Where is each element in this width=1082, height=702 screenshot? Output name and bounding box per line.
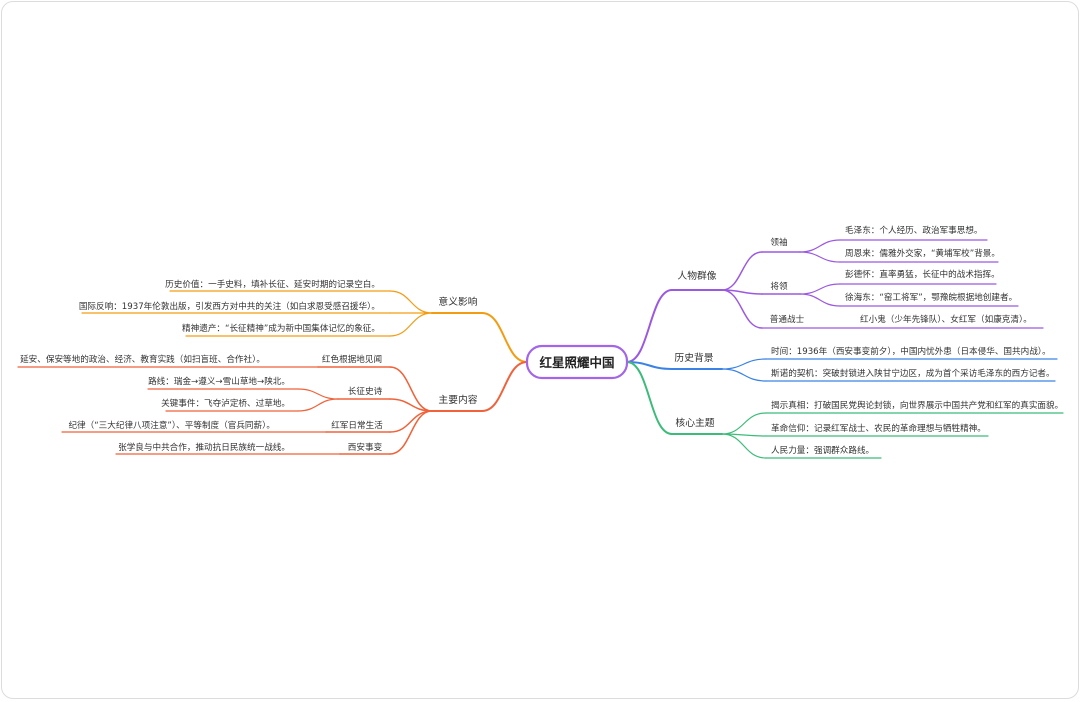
sub-base-area[interactable]: 红色根据地见闻 <box>322 353 382 365</box>
branch-significance[interactable]: 意义影响 <box>438 295 477 308</box>
sub-xian-incident[interactable]: 西安事变 <box>348 441 383 453</box>
link-themes-people-power <box>721 433 767 459</box>
leaf-mao[interactable]: 毛泽东：个人经历、政治军事思想。 <box>845 224 983 236</box>
link-generals-peng <box>799 283 841 295</box>
leaf-truth[interactable]: 揭示真相：打破国民党舆论封锁，向世界展示中国共产党和红军的真实面貌。 <box>771 399 1063 411</box>
leaf-key-events[interactable]: 关键事件：飞夺泸定桥、过草地。 <box>161 397 290 409</box>
link-generals-xu <box>799 293 841 307</box>
link-leaders-zhou <box>799 251 841 263</box>
link-longmarch-route <box>297 388 339 400</box>
leaf-time[interactable]: 时间：1936年（西安事变前夕），中国内忧外患（日本侵华、国共内战）。 <box>771 345 1051 357</box>
leaf-yanan[interactable]: 延安、保安等地的政治、经济、教育实践（如扫盲班、合作社）。 <box>20 353 265 365</box>
branch-themes[interactable]: 核心主题 <box>675 416 714 429</box>
leaf-xu[interactable]: 徐海东：“窑工将军”，鄂豫皖根据地创建者。 <box>845 291 1017 303</box>
link-longmarch-events <box>297 398 339 412</box>
link-content-xian <box>389 410 433 455</box>
link-background-time <box>721 358 767 370</box>
link-root-themes <box>626 361 673 435</box>
link-background-snow <box>721 368 767 382</box>
link-root-significance <box>481 312 528 363</box>
link-sig-history <box>389 290 433 314</box>
leaf-intl-response[interactable]: 国际反响：1937年伦敦出版，引发西方对中共的关注（如白求恩受感召援华）。 <box>79 300 380 312</box>
link-sig-spirit <box>389 312 433 337</box>
leaf-zhang[interactable]: 张学良与中共合作，推动抗日民族统一战线。 <box>118 441 290 453</box>
link-people-leaders <box>721 251 763 291</box>
link-themes-truth <box>721 412 767 435</box>
leaf-route[interactable]: 路线：瑞金→遵义→雪山草地→陕北。 <box>148 375 290 387</box>
sub-daily-life[interactable]: 红军日常生活 <box>331 419 383 431</box>
leaf-history-value[interactable]: 历史价值：一手史料，填补长征、延安时期的记录空白。 <box>165 278 380 290</box>
branch-people[interactable]: 人物群像 <box>677 269 716 282</box>
leaf-red-kids[interactable]: 红小鬼（少年先锋队）、女红军（如康克清）。 <box>860 313 1032 325</box>
link-root-people <box>626 289 673 363</box>
link-root-background <box>626 361 673 370</box>
branch-content[interactable]: 主要内容 <box>438 393 477 406</box>
leaf-people-power[interactable]: 人民力量：强调群众路线。 <box>771 444 874 456</box>
leaf-discipline[interactable]: 纪律（“三大纪律八项注意”）、平等制度（官兵同薪）。 <box>68 419 275 431</box>
branch-background[interactable]: 历史背景 <box>674 351 713 364</box>
leaf-faith[interactable]: 革命信仰：记录红军战士、农民的革命理想与牺牲精神。 <box>771 422 986 434</box>
link-root-content <box>481 361 528 412</box>
leaf-spirit[interactable]: 精神遗产：“长征精神”成为新中国集体记忆的象征。 <box>182 322 380 334</box>
leaf-snow[interactable]: 斯诺的契机：突破封锁进入陕甘宁边区，成为首个采访毛泽东的西方记者。 <box>771 367 1055 379</box>
sub-generals[interactable]: 将领 <box>770 280 788 292</box>
sub-long-march[interactable]: 长征史诗 <box>348 385 383 397</box>
link-content-daily <box>389 410 433 433</box>
sub-soldiers[interactable]: 普通战士 <box>770 313 805 325</box>
link-people-soldiers <box>721 289 763 329</box>
leaf-peng[interactable]: 彭德怀：直率勇猛，长征中的战术指挥。 <box>845 268 1000 280</box>
sub-leaders[interactable]: 领袖 <box>770 236 787 248</box>
link-leaders-mao <box>799 239 841 253</box>
leaf-zhou[interactable]: 周恩来：儒雅外交家，“黄埔军校”背景。 <box>845 247 1000 259</box>
link-content-base <box>389 366 433 412</box>
root-node-label[interactable]: 红星照耀中国 <box>539 355 614 370</box>
root-node-box[interactable] <box>525 344 629 380</box>
